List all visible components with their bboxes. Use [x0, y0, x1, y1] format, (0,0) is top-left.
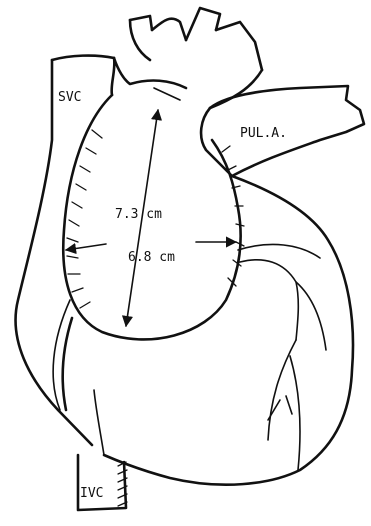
inferior-vena-cava — [78, 455, 127, 510]
ivc-label: IVC — [80, 486, 103, 501]
svc-label: SVC — [58, 90, 81, 105]
long-axis-measurement: 7.3 cm — [115, 207, 162, 222]
short-axis-measurement: 6.8 cm — [128, 250, 175, 265]
aortic-arch — [130, 8, 262, 108]
right-atrium — [63, 58, 244, 339]
ventricles — [63, 176, 353, 485]
short-axis-dimension — [66, 242, 236, 250]
superior-vena-cava — [16, 56, 115, 445]
pulmonary-artery-label: PUL.A. — [240, 126, 287, 141]
